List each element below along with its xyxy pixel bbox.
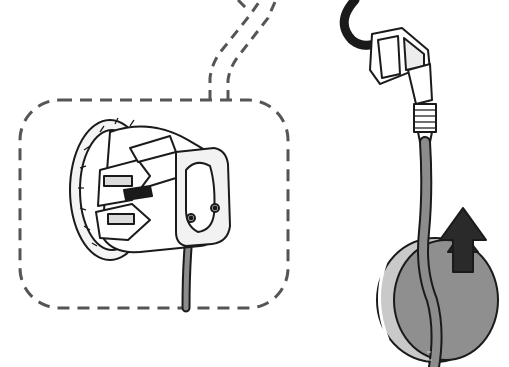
cable-icon (417, 136, 443, 367)
callout-connector (208, 0, 278, 100)
sensor-assembly-icon (69, 117, 231, 313)
cable-connector-icon (339, 0, 437, 143)
up-arrow-icon (439, 207, 487, 273)
